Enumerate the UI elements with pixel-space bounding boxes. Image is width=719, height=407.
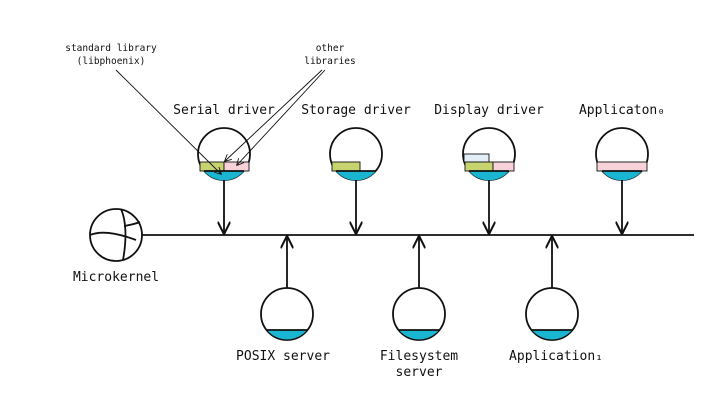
serial-driver-label: Serial driver [173, 103, 275, 118]
application1-node: Application₁ [509, 237, 603, 364]
stdlib-annotation-line1: standard library [65, 43, 157, 54]
other-libraries-pointer-2 [237, 69, 326, 165]
other-lib-block [463, 153, 490, 163]
kernel-layer [336, 171, 376, 181]
kernel-layer [469, 171, 509, 181]
filesystem-server-node: Filesystem server [380, 237, 458, 380]
storage-driver-label: Storage driver [301, 103, 411, 118]
other-lib-block [223, 161, 250, 172]
kernel-layer [267, 330, 307, 340]
posix-server-node: POSIX server [236, 237, 330, 364]
application1-label: Application₁ [509, 349, 603, 364]
stdlib-annotation: standard library (libphoenix) [65, 43, 221, 174]
stdlib-block [464, 161, 494, 172]
kernel-layer [602, 171, 642, 181]
bottom-components: POSIX server Filesystem server Applicati… [236, 237, 603, 380]
storage-driver-node: Storage driver [301, 103, 411, 233]
kernel-layer [204, 171, 244, 181]
kernel-layer [399, 330, 439, 340]
posix-server-label: POSIX server [236, 349, 330, 364]
other-lib-block [596, 161, 648, 172]
other-libraries-line2: libraries [304, 56, 355, 67]
filesystem-server-label-line2: server [396, 365, 443, 380]
stdlib-block [331, 161, 361, 172]
other-libraries-line1: other [316, 43, 345, 54]
application0-label: Applicaton₀ [579, 103, 665, 118]
kernel-layer [532, 330, 572, 340]
other-libraries-pointer-1 [225, 69, 323, 161]
display-driver-label: Display driver [434, 103, 544, 118]
microkernel-label: Microkernel [73, 270, 159, 285]
other-libraries-annotation: other libraries [225, 43, 356, 165]
display-driver-node: Display driver [434, 103, 544, 233]
top-components: Serial driver Storage driver Display dri… [173, 103, 665, 233]
stdlib-pointer [115, 69, 221, 174]
microkernel-node: Microkernel [73, 208, 159, 285]
filesystem-server-label-line1: Filesystem [380, 349, 458, 364]
other-lib-block [492, 161, 515, 172]
serial-driver-node: Serial driver [173, 103, 275, 233]
stdlib-annotation-line2: (libphoenix) [77, 56, 146, 67]
application0-node: Applicaton₀ [579, 103, 665, 233]
stdlib-block [199, 161, 225, 172]
